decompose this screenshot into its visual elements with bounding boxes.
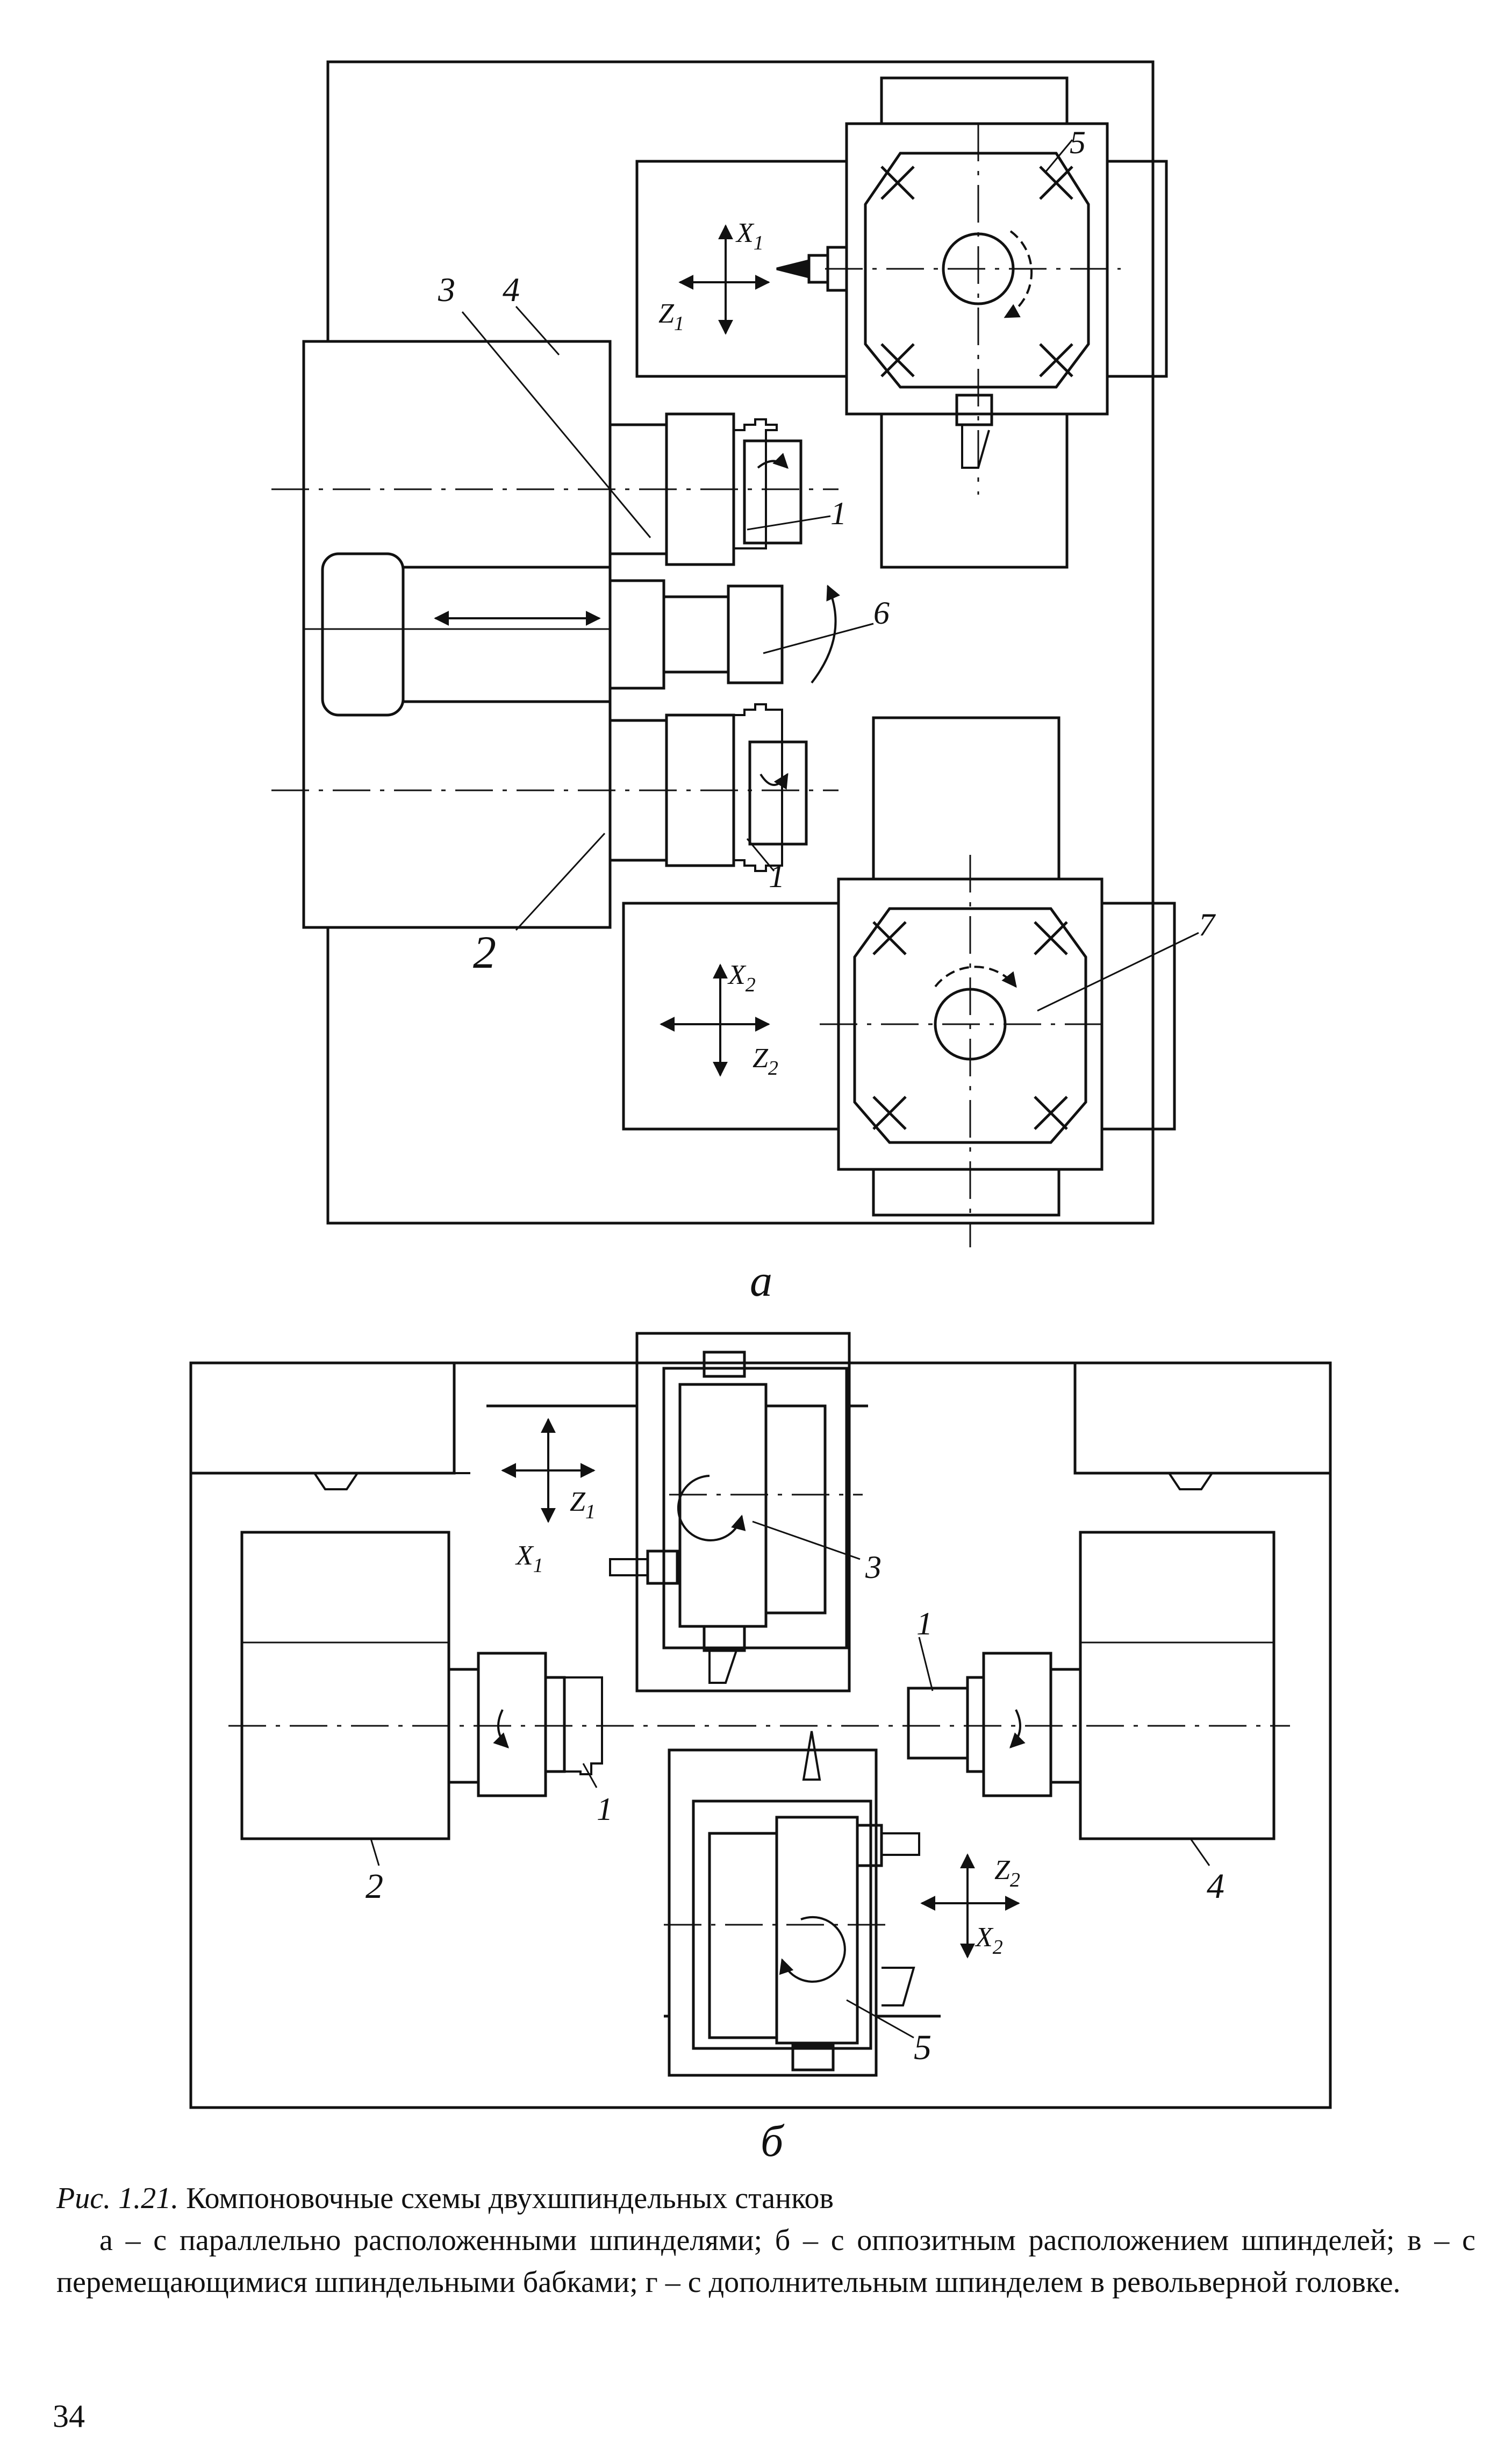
part-number: 4	[1207, 1867, 1224, 1906]
part-number: 1	[769, 859, 785, 894]
part-number: 5	[1070, 125, 1086, 160]
subfigure-b-drawing	[189, 1332, 1332, 2109]
headstock-a	[302, 340, 612, 929]
figure-caption: Рис. 1.21. Компоновочные схемы двухшпинд…	[56, 2177, 1475, 2303]
part-number: 1	[916, 1606, 933, 1641]
axis-label: X2	[727, 960, 756, 996]
part-number: 2	[366, 1867, 383, 1906]
caption-heading: Рис. 1.21. Компоновочные схемы двухшпинд…	[56, 2177, 1475, 2219]
machine-bed-b	[189, 1361, 1332, 2109]
axis-label: Z2	[753, 1043, 778, 1080]
axis-label: Z1	[658, 298, 684, 335]
headstock-b-right	[1079, 1531, 1275, 1840]
panel-letter: б	[761, 2116, 785, 2166]
part-number: 2	[473, 926, 496, 978]
figure-number: Рис. 1.21.	[56, 2182, 179, 2215]
page-number: 34	[53, 2398, 85, 2434]
part-number: 1	[830, 496, 847, 531]
part-number: 4	[503, 270, 520, 309]
headstock-b-left	[240, 1531, 450, 1840]
subfigure-a-drawing	[271, 60, 1199, 1247]
axis-label: X1	[515, 1540, 543, 1577]
axis-label: X1	[735, 218, 764, 254]
part-number: 3	[865, 1549, 882, 1585]
axis-label: X2	[974, 1922, 1003, 1959]
axis-label: Z1	[570, 1487, 596, 1523]
caption-title: Компоновочные схемы двухшпиндельных стан…	[186, 2182, 834, 2215]
caption-body: а – с параллельно расположенными шпиндел…	[56, 2224, 1475, 2299]
part-number: 3	[438, 270, 455, 309]
subfigure-a-labels: 1 1 2 3 4 5 6 7 X1 Z1 X2 Z2 а	[438, 125, 1216, 1306]
axis-label: Z2	[994, 1855, 1020, 1891]
part-number: 1	[597, 1791, 613, 1827]
part-number: 5	[914, 2028, 931, 2067]
subfigure-b-labels: 1 1 2 3 4 5 X1 Z1 X2 Z2 б	[366, 1487, 1224, 2166]
part-number: 7	[1199, 907, 1216, 942]
part-number: 6	[873, 595, 890, 631]
panel-letter: а	[750, 1256, 772, 1306]
